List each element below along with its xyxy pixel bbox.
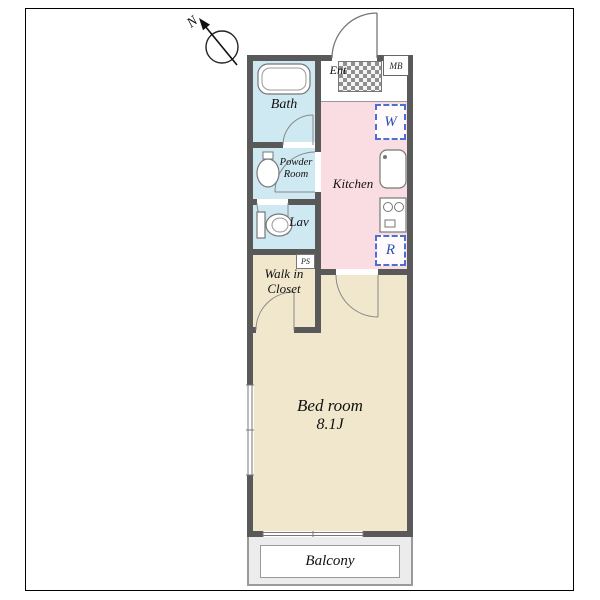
border-frame	[25, 8, 574, 591]
fridge-box: R	[375, 235, 406, 266]
walk-in-closet-label-line2: Closet	[267, 281, 301, 296]
wall-closet-bedroom	[294, 327, 315, 333]
powder-room-label-line2: Room	[283, 169, 309, 180]
bedroom-label: Bed room 8.1J	[253, 392, 407, 438]
lav-label: Lav	[289, 213, 309, 229]
kitchen-label: Kitchen	[332, 175, 374, 191]
entrance-tile	[338, 61, 382, 92]
powder-room-label: Powder Room	[277, 153, 315, 185]
wall-powder-lav-stub	[253, 199, 257, 205]
wall-top-left	[247, 55, 332, 61]
wall-kitchen-bedroom-right	[378, 269, 407, 275]
washer-label: W	[384, 113, 397, 130]
wall-left-lower	[247, 475, 253, 537]
wall-kitchen-bedroom-left	[315, 269, 336, 275]
wall-bottom-left	[247, 531, 263, 537]
washer-box: W	[375, 104, 406, 140]
powder-room-label-line1: Powder	[279, 156, 313, 168]
wall-right	[407, 55, 413, 537]
wall-bottom-right	[363, 531, 413, 537]
balcony-inner: Balcony	[260, 545, 400, 578]
bedroom-label-name: Bed room	[297, 396, 363, 416]
wall-left-upper	[247, 55, 253, 385]
pipe-space-label: PS	[301, 257, 310, 266]
balcony-label: Balcony	[305, 553, 355, 569]
bedroom-label-size: 8.1J	[316, 415, 344, 433]
meter-box: MB	[383, 55, 409, 76]
meter-box-label: MB	[389, 60, 403, 71]
walk-in-closet-label: Walk in Closet	[253, 264, 315, 300]
wall-lav-closet	[253, 249, 315, 255]
wall-interior-vertical-lower	[315, 192, 321, 333]
pipe-space-box: PS	[296, 254, 315, 269]
wall-powder-lav	[288, 199, 315, 205]
bath-label: Bath	[270, 96, 298, 112]
entrance-label: Ent	[329, 63, 347, 78]
wall-closet-bedroom-stub	[253, 327, 256, 333]
walk-in-closet-label-line1: Walk in	[264, 266, 304, 282]
wall-bath-powder	[253, 142, 283, 148]
wall-interior-vertical-upper	[315, 55, 321, 152]
fridge-label: R	[385, 242, 396, 258]
